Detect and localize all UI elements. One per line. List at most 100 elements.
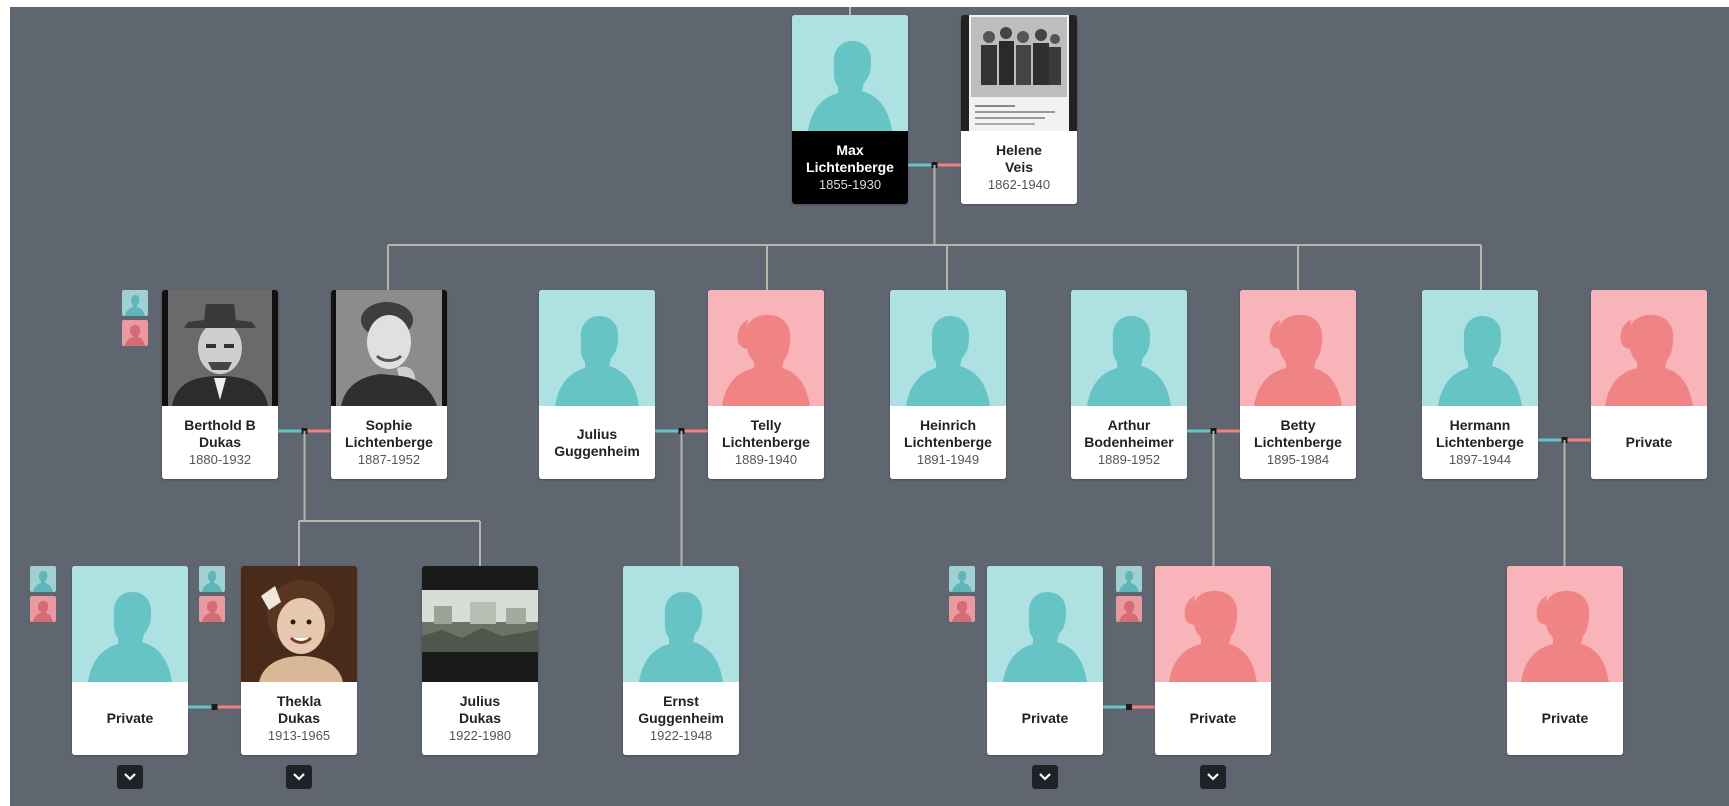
person-nameplate: Thekla Dukas 1913-1965 [241, 682, 357, 755]
person-name: Arthur Bodenheimer [1084, 416, 1174, 450]
expand-descendants-button[interactable] [1200, 765, 1226, 789]
person-name: Private [1189, 710, 1237, 726]
person-name: Ernst Guggenheim [638, 692, 724, 726]
silhouette-female-icon [1254, 314, 1342, 406]
person-nameplate: Betty Lichtenberge 1895-1984 [1240, 406, 1356, 479]
silhouette-female-icon [722, 314, 810, 406]
person-years: 1891-1949 [916, 451, 980, 467]
expand-descendants-button[interactable] [286, 765, 312, 789]
person-photo [792, 15, 908, 131]
silhouette-male-icon [1003, 592, 1087, 682]
person-card-private-hw[interactable]: Private [1591, 290, 1707, 479]
father-toggle-icon [199, 566, 225, 592]
person-years: 1922-1980 [448, 727, 512, 743]
person-card-private-hc[interactable]: Private [1507, 566, 1623, 755]
person-card-thekla[interactable]: Thekla Dukas 1913-1965 [241, 566, 357, 755]
person-name: Private [1541, 710, 1589, 726]
parents-toggle-icon[interactable] [199, 566, 225, 622]
person-nameplate: Hermann Lichtenberge 1897-1944 [1422, 406, 1538, 479]
person-years: 1895-1984 [1266, 451, 1330, 467]
person-name: Telly Lichtenberge [722, 416, 810, 450]
person-years: 1913-1965 [267, 727, 331, 743]
person-card-private-tm[interactable]: Private [72, 566, 188, 755]
expand-descendants-button[interactable] [117, 765, 143, 789]
person-name: Private [106, 710, 154, 726]
mother-toggle-icon [199, 596, 225, 622]
person-photo [890, 290, 1006, 406]
parents-toggle-icon[interactable] [122, 290, 148, 346]
silhouette-male-icon [808, 41, 892, 131]
person-nameplate: Telly Lichtenberge 1889-1940 [708, 406, 824, 479]
person-photo [162, 290, 278, 406]
person-card-hermann[interactable]: Hermann Lichtenberge 1897-1944 [1422, 290, 1538, 479]
person-nameplate: Private [987, 682, 1103, 755]
person-years: 1897-1944 [1448, 451, 1512, 467]
person-years: 1880-1932 [188, 451, 252, 467]
person-name: Thekla Dukas [276, 692, 322, 726]
person-name: Sophie Lichtenberge [345, 416, 433, 450]
mother-toggle-icon [30, 596, 56, 622]
person-nameplate: Sophie Lichtenberge 1887-1952 [331, 406, 447, 479]
father-toggle-icon [122, 290, 148, 316]
person-name: Hermann Lichtenberge [1436, 416, 1524, 450]
person-photo [1422, 290, 1538, 406]
chevron-down-icon [293, 773, 305, 781]
portrait-woman-photo [331, 290, 447, 406]
person-card-julius-d[interactable]: Julius Dukas 1922-1980 [422, 566, 538, 755]
person-photo [987, 566, 1103, 682]
person-card-helene[interactable]: Helene Veis 1862-1940 [961, 15, 1077, 204]
person-photo [1071, 290, 1187, 406]
father-toggle-icon [1116, 566, 1142, 592]
person-card-julius-g[interactable]: Julius Guggenheim [539, 290, 655, 479]
silhouette-male-icon [1087, 316, 1171, 406]
father-toggle-icon [30, 566, 56, 592]
person-nameplate: Helene Veis 1862-1940 [961, 131, 1077, 204]
person-years: 1855-1930 [818, 176, 882, 192]
person-card-private-bf[interactable]: Private [1155, 566, 1271, 755]
person-name: Private [1625, 434, 1673, 450]
person-photo [1591, 290, 1707, 406]
parents-toggle-icon[interactable] [949, 566, 975, 622]
person-nameplate: Berthold B Dukas 1880-1932 [162, 406, 278, 479]
parents-toggle-icon[interactable] [30, 566, 56, 622]
person-nameplate: Julius Dukas 1922-1980 [422, 682, 538, 755]
person-nameplate: Arthur Bodenheimer 1889-1952 [1071, 406, 1187, 479]
person-card-arthur[interactable]: Arthur Bodenheimer 1889-1952 [1071, 290, 1187, 479]
person-card-betty[interactable]: Betty Lichtenberge 1895-1984 [1240, 290, 1356, 479]
family-tree-canvas[interactable]: Max Lichtenberge 1855-1930 Helene Veis 1… [10, 7, 1729, 806]
person-photo [1507, 566, 1623, 682]
tree-connectors [188, 7, 1591, 710]
person-card-private-bm[interactable]: Private [987, 566, 1103, 755]
person-card-sophie[interactable]: Sophie Lichtenberge 1887-1952 [331, 290, 447, 479]
person-nameplate: Private [72, 682, 188, 755]
person-name: Betty Lichtenberge [1254, 416, 1342, 450]
person-card-telly[interactable]: Telly Lichtenberge 1889-1940 [708, 290, 824, 479]
person-card-max[interactable]: Max Lichtenberge 1855-1930 [792, 15, 908, 204]
person-card-berthold[interactable]: Berthold B Dukas 1880-1932 [162, 290, 278, 479]
person-photo [708, 290, 824, 406]
portrait-girl-photo [241, 566, 357, 682]
person-photo [422, 566, 538, 682]
chevron-down-icon [1039, 773, 1051, 781]
silhouette-female-icon [1605, 314, 1693, 406]
person-nameplate: Private [1591, 406, 1707, 479]
person-years: 1887-1952 [357, 451, 421, 467]
mother-toggle-icon [122, 320, 148, 346]
silhouette-male-icon [88, 592, 172, 682]
person-nameplate: Heinrich Lichtenberge 1891-1949 [890, 406, 1006, 479]
person-photo [539, 290, 655, 406]
person-card-ernst[interactable]: Ernst Guggenheim 1922-1948 [623, 566, 739, 755]
person-name: Julius Guggenheim [554, 425, 640, 459]
person-photo [1240, 290, 1356, 406]
person-photo [241, 566, 357, 682]
person-photo [331, 290, 447, 406]
person-photo [72, 566, 188, 682]
silhouette-male-icon [639, 592, 723, 682]
group-photo-document [961, 15, 1077, 131]
parents-toggle-icon[interactable] [1116, 566, 1142, 622]
landscape-photo [422, 566, 538, 682]
person-card-heinrich[interactable]: Heinrich Lichtenberge 1891-1949 [890, 290, 1006, 479]
chevron-down-icon [124, 773, 136, 781]
person-years: 1889-1952 [1097, 451, 1161, 467]
expand-descendants-button[interactable] [1032, 765, 1058, 789]
